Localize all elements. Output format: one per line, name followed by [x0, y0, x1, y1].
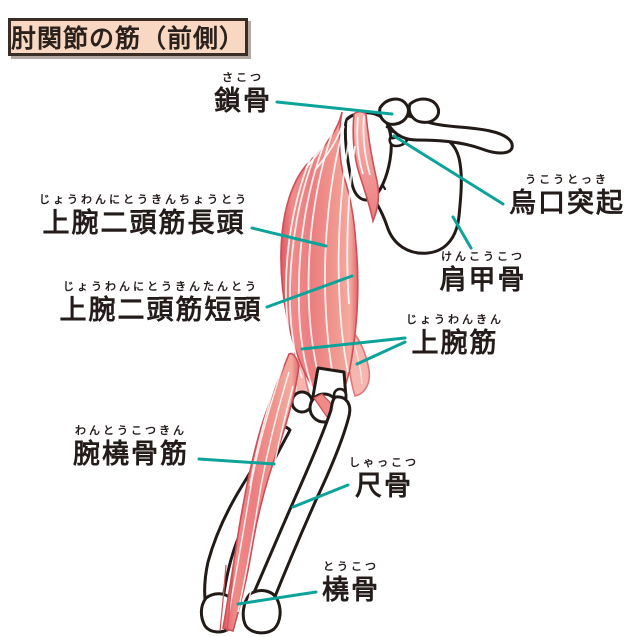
biceps-short-head-tendon	[352, 110, 380, 224]
diagram-title: 肘関節の筋（前側）	[11, 25, 246, 53]
brachialis-leader-line-a	[300, 336, 407, 351]
leader-lines	[197, 100, 505, 606]
biceps-short-head-leader-line	[265, 274, 354, 309]
brachioradialis-striations	[228, 365, 294, 613]
diagram-title-box: 肘関節の筋（前側）	[8, 18, 248, 56]
biceps-long-head-leader-line	[250, 226, 328, 248]
clavicle-leader-line	[275, 100, 394, 116]
brachialis-leader-line-b	[355, 340, 407, 366]
radius-leader-line	[236, 590, 318, 606]
scapula-leader-line	[451, 215, 473, 250]
acromion-bone	[378, 97, 410, 126]
coracoid-leader-line	[392, 134, 505, 206]
brachioradialis-leader-line	[197, 457, 276, 466]
brachioradialis-tendon-lines	[219, 561, 235, 633]
ulna-leader-line	[291, 483, 350, 509]
radius-bone	[203, 424, 292, 610]
acromion-bone-2	[407, 97, 441, 124]
